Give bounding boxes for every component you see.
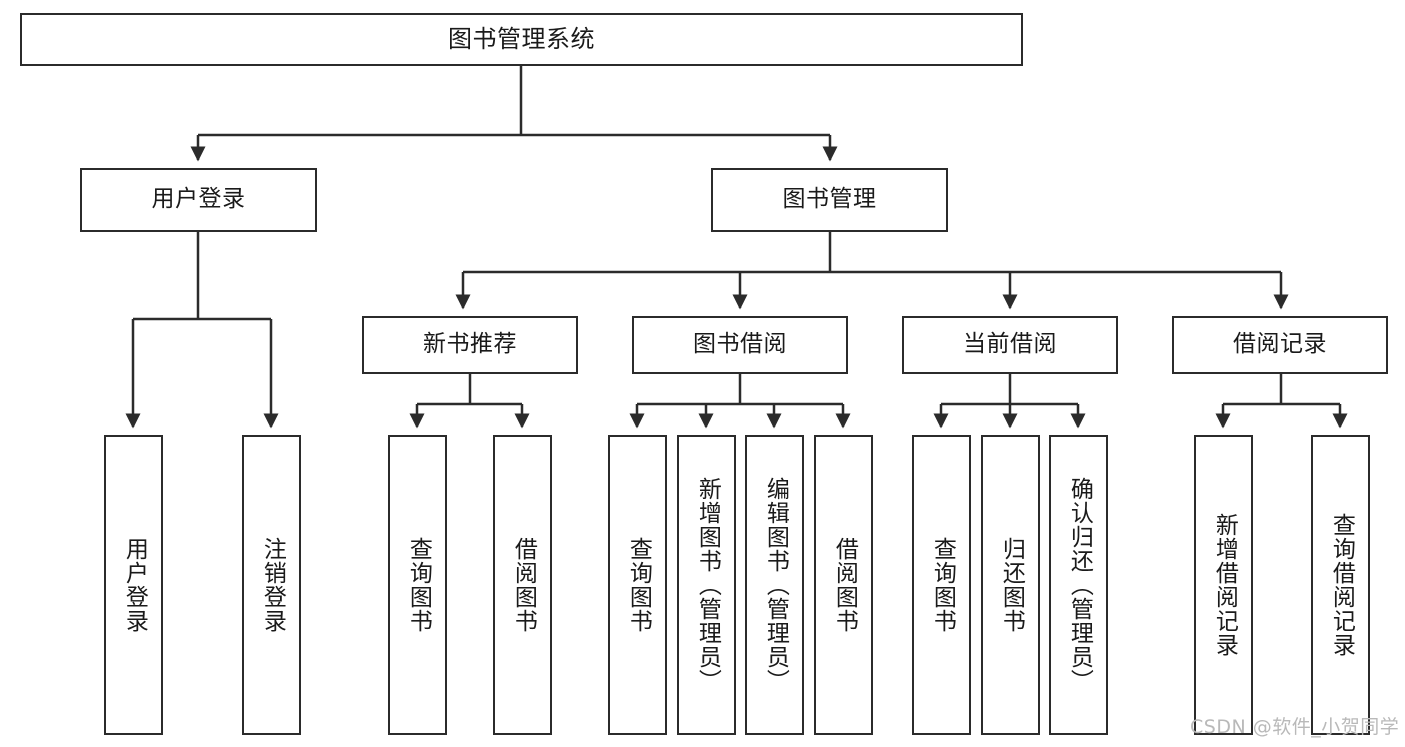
node-leaf-edit-book[interactable]: 编辑图书（管理员） — [745, 435, 804, 735]
node-label: 查询借阅记录 — [1328, 513, 1355, 657]
node-label: 当前借阅 — [963, 331, 1057, 358]
node-label: 新增借阅记录 — [1211, 513, 1238, 657]
node-label: 图书管理系统 — [448, 25, 595, 54]
node-label: 用户登录 — [151, 186, 246, 213]
node-label: 借阅图书 — [510, 537, 537, 633]
node-leaf-add-book[interactable]: 新增图书（管理员） — [677, 435, 736, 735]
node-book-management-system[interactable]: 图书管理系统 — [20, 13, 1023, 66]
node-leaf-query-book-2[interactable]: 查询图书 — [608, 435, 667, 735]
node-leaf-borrow-book-1[interactable]: 借阅图书 — [493, 435, 552, 735]
node-leaf-confirm-return[interactable]: 确认归还（管理员） — [1049, 435, 1108, 735]
node-label: 查询图书 — [929, 537, 956, 633]
node-label: 图书借阅 — [693, 331, 787, 358]
node-label: 借阅图书 — [831, 537, 858, 633]
node-label: 查询图书 — [625, 537, 652, 633]
node-label: 归还图书 — [998, 537, 1025, 633]
node-user-login[interactable]: 用户登录 — [80, 168, 317, 232]
node-label: 确认归还（管理员） — [1066, 477, 1093, 693]
node-label: 编辑图书（管理员） — [762, 477, 789, 693]
node-label: 新书推荐 — [423, 331, 517, 358]
node-label: 新增图书（管理员） — [694, 477, 721, 693]
node-current-borrow[interactable]: 当前借阅 — [902, 316, 1118, 374]
node-borrow-record[interactable]: 借阅记录 — [1172, 316, 1388, 374]
node-leaf-query-record[interactable]: 查询借阅记录 — [1311, 435, 1370, 735]
node-book-borrow[interactable]: 图书借阅 — [632, 316, 848, 374]
node-label: 查询图书 — [405, 537, 432, 633]
node-label: 借阅记录 — [1233, 331, 1327, 358]
node-book-management[interactable]: 图书管理 — [711, 168, 948, 232]
node-leaf-add-record[interactable]: 新增借阅记录 — [1194, 435, 1253, 735]
node-leaf-borrow-book-2[interactable]: 借阅图书 — [814, 435, 873, 735]
node-leaf-return-book[interactable]: 归还图书 — [981, 435, 1040, 735]
node-leaf-logout-login[interactable]: 注销登录 — [242, 435, 301, 735]
csdn-watermark: CSDN @软件_小贺同学 — [1190, 716, 1400, 738]
node-label: 图书管理 — [782, 186, 877, 213]
node-new-book-recommend[interactable]: 新书推荐 — [362, 316, 578, 374]
node-leaf-query-book-1[interactable]: 查询图书 — [388, 435, 447, 735]
node-label: 注销登录 — [259, 537, 286, 633]
node-leaf-query-book-3[interactable]: 查询图书 — [912, 435, 971, 735]
node-label: 用户登录 — [121, 537, 148, 633]
node-leaf-user-login[interactable]: 用户登录 — [104, 435, 163, 735]
